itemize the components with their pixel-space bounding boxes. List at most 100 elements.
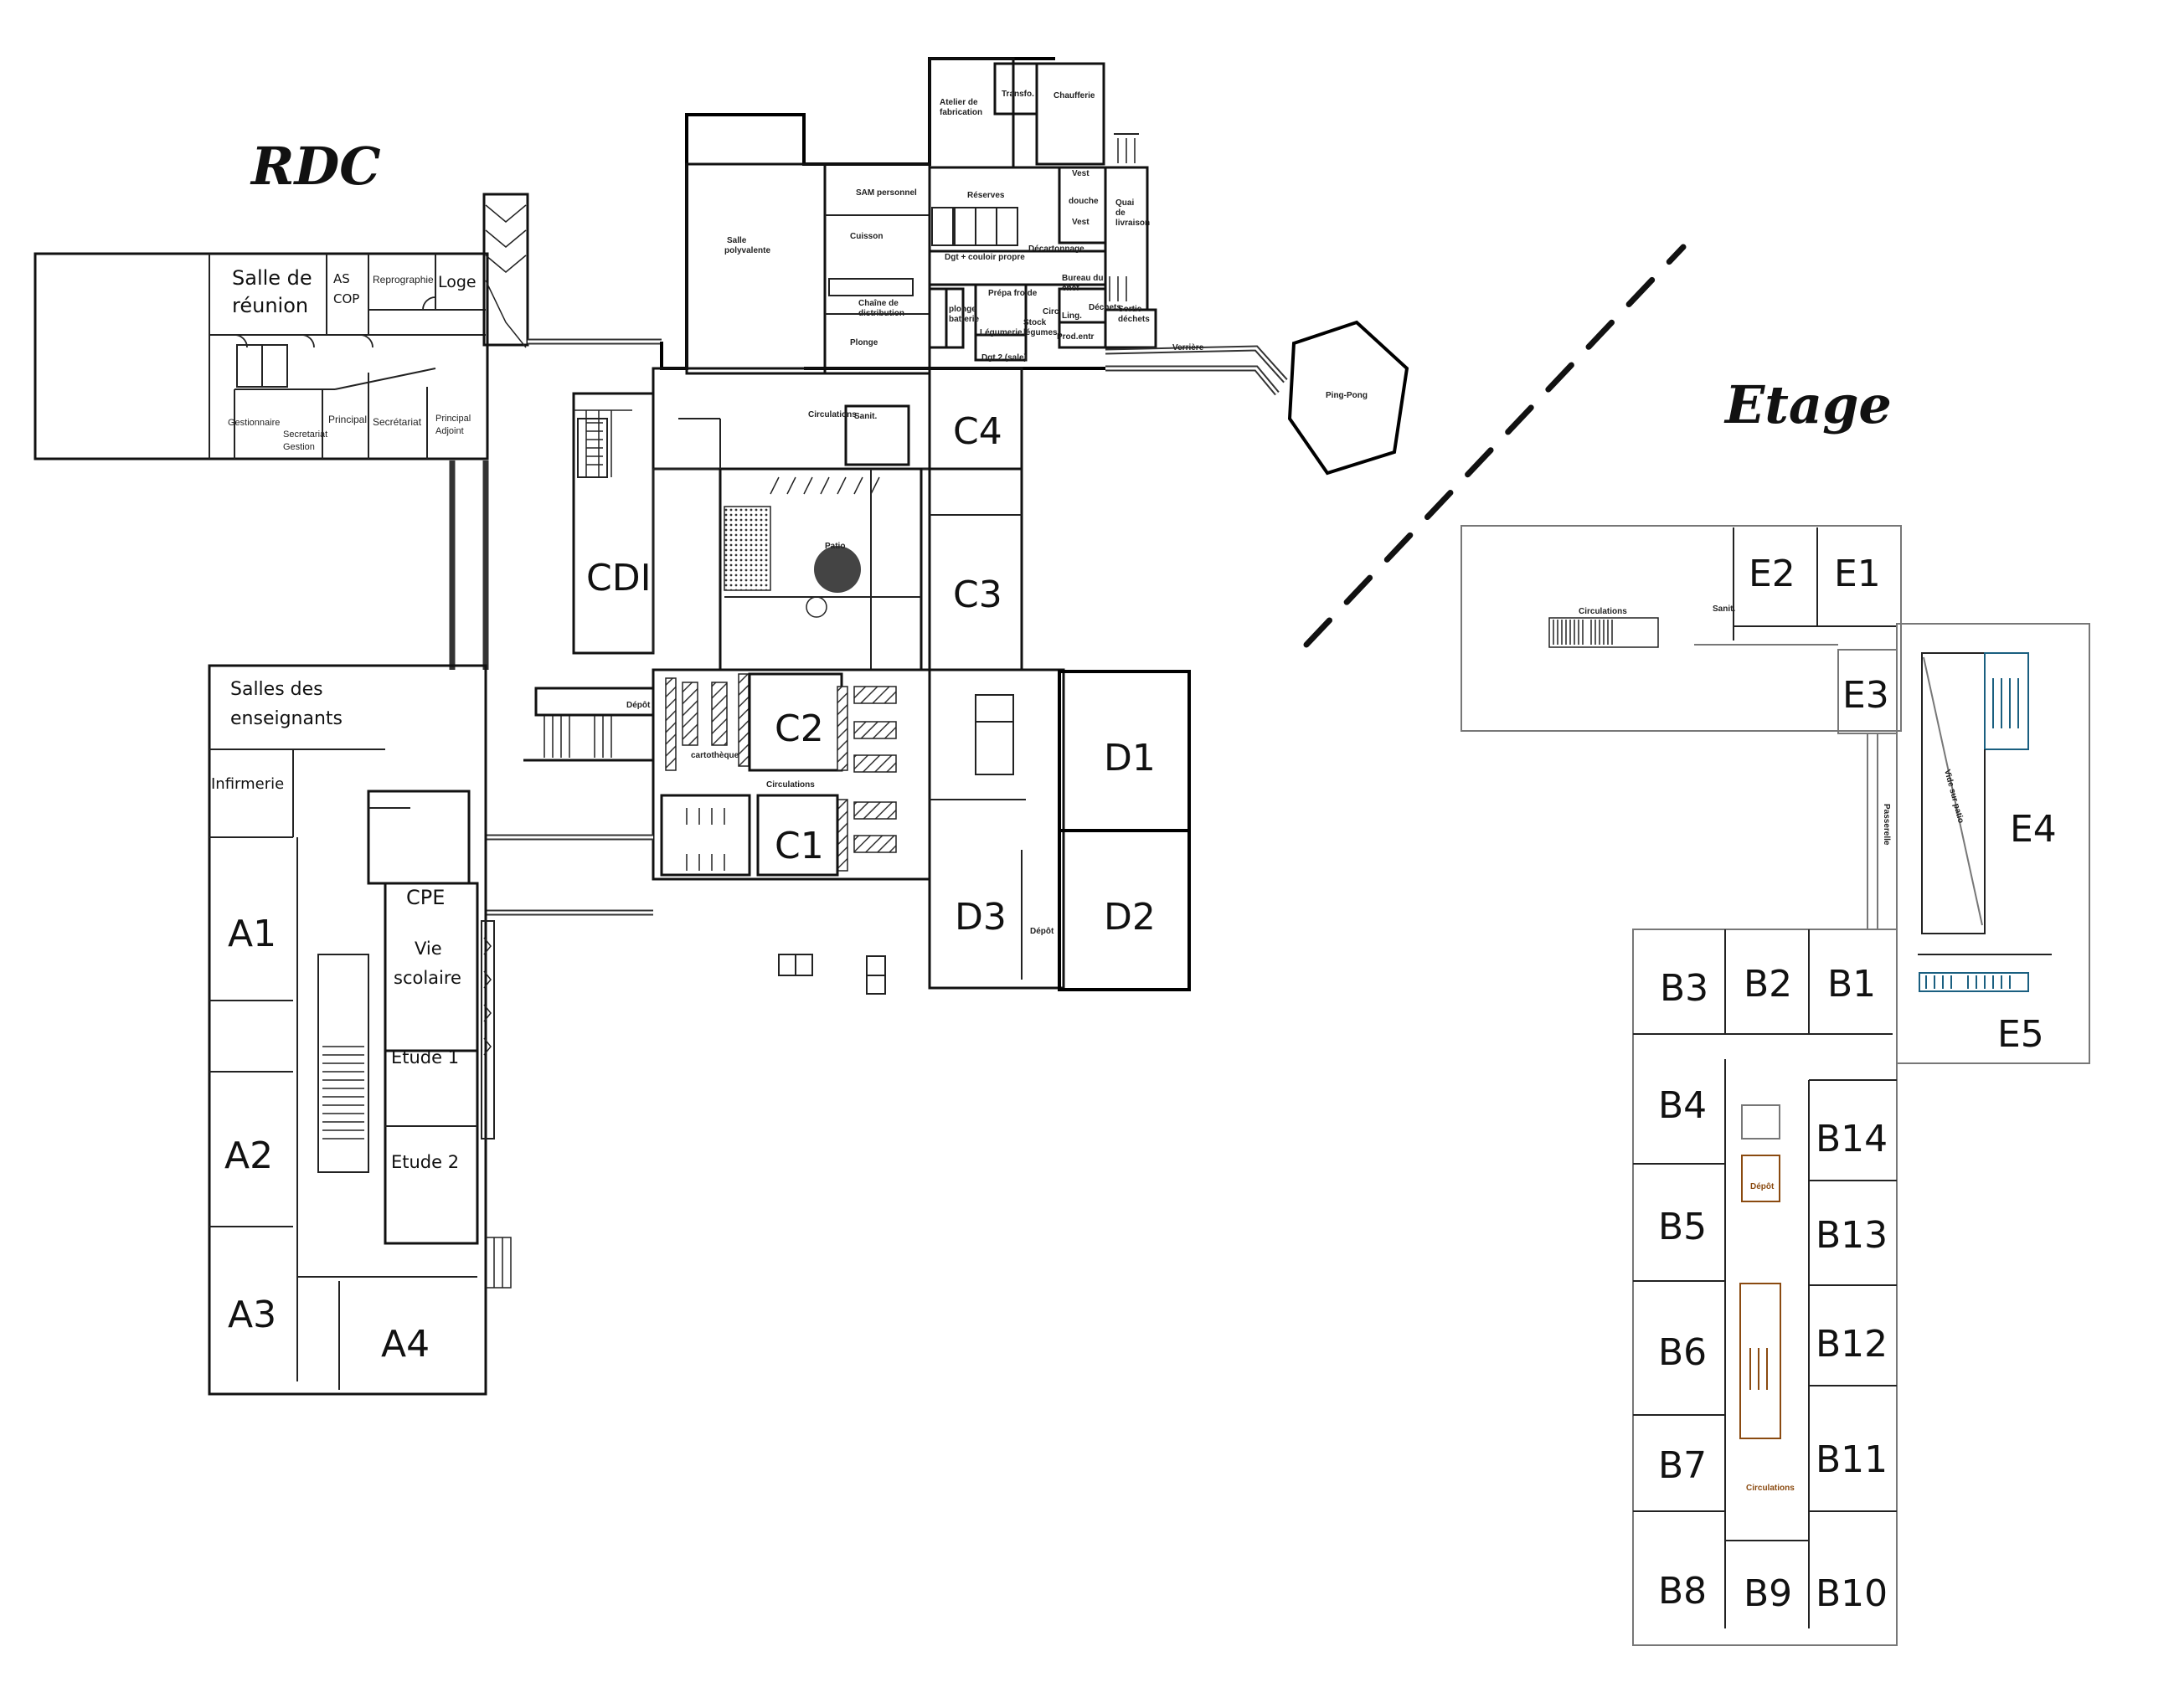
room-douche: douche — [1069, 197, 1099, 206]
room-e5: E5 — [1997, 1013, 2044, 1056]
kitchen-block — [660, 57, 1157, 375]
verriere-corridor — [1105, 320, 1409, 476]
room-e1: E1 — [1834, 553, 1881, 595]
room-b1: B1 — [1827, 963, 1876, 1006]
room-as-cop-l1: AS — [333, 271, 350, 286]
room-verriere: Verrière — [1172, 343, 1204, 352]
room-atelier-fabrication-l2: fabrication — [940, 108, 982, 117]
room-sam-personnel: SAM personnel — [856, 188, 917, 198]
room-c3: C3 — [953, 574, 1002, 616]
room-prepa-froide: Prépa froide — [988, 289, 1038, 298]
room-dgt2: Dgt 2 (sale) — [981, 353, 1027, 363]
patio-tree-icon — [814, 546, 861, 593]
room-bureau-chef-l1: Bureau du — [1062, 274, 1103, 283]
ping-pong-room — [1287, 320, 1409, 476]
room-salle-polyvalente-l2: polyvalente — [724, 246, 770, 255]
label-depot-upper: Dépôt — [1750, 1182, 1775, 1191]
room-b14: B14 — [1816, 1118, 1888, 1160]
label-circulations-b: Circulations — [1746, 1484, 1795, 1493]
label-patio: Patio — [825, 542, 845, 551]
room-b13: B13 — [1816, 1214, 1888, 1257]
room-e4: E4 — [2010, 808, 2057, 851]
room-atelier-fabrication-l1: Atelier de — [940, 98, 978, 107]
room-secretariat-gestion-l1: Secretariat — [283, 430, 327, 440]
room-b5: B5 — [1658, 1206, 1707, 1248]
room-chaine-distribution-l1: Chaîne de — [858, 299, 899, 308]
room-b7: B7 — [1658, 1444, 1707, 1487]
room-reprographie: Reprographie — [373, 274, 434, 286]
label-circulations-c: Circulations — [766, 780, 815, 790]
room-gestionnaire: Gestionnaire — [228, 418, 280, 428]
room-b8: B8 — [1658, 1570, 1707, 1613]
room-b11: B11 — [1816, 1438, 1888, 1481]
room-c1: C1 — [775, 825, 824, 867]
room-cuisson: Cuisson — [850, 232, 883, 241]
floor-separator — [1303, 244, 1687, 648]
c-wing — [486, 367, 1023, 916]
room-b2: B2 — [1744, 963, 1792, 1006]
room-vie-scolaire-l1: Vie — [415, 939, 442, 959]
room-etude-2: Etude 2 — [391, 1152, 459, 1172]
room-decartonnage: Décartonnage — [1028, 244, 1084, 254]
room-legumerie: Légumerie — [980, 328, 1023, 337]
room-transfo: Transfo. — [1002, 90, 1034, 99]
room-bureau-chef-l2: chef — [1062, 284, 1079, 293]
a-wing — [208, 664, 512, 1396]
room-reserves: Réserves — [967, 191, 1005, 200]
room-loge: Loge — [438, 273, 477, 291]
room-as-cop-l2: COP — [333, 291, 359, 306]
room-sortie-dechets-l1: Sortie — [1118, 305, 1142, 314]
label-cartotheque: cartothèque — [691, 751, 739, 760]
label-sanit-upper: Sanit. — [1713, 604, 1735, 614]
room-d2: D2 — [1104, 896, 1156, 939]
room-a1: A1 — [228, 913, 276, 955]
room-principal: Principal — [328, 414, 367, 425]
entrance-ramp — [482, 193, 662, 348]
room-salles-enseignants-l1: Salles des — [230, 679, 323, 700]
room-vie-scolaire-l2: scolaire — [394, 968, 461, 988]
room-vest-h: Vest — [1072, 169, 1090, 178]
room-c4: C4 — [953, 410, 1002, 453]
upper-floor-title: Etage — [1723, 374, 1892, 435]
room-b4: B4 — [1658, 1084, 1707, 1127]
room-sortie-dechets-l2: déchets — [1118, 315, 1150, 324]
label-vide-sur-patio: Vide sur patio — [1942, 769, 1965, 825]
room-stock-legumes-l1: Stock — [1023, 318, 1047, 327]
label-sanit: Sanit. — [854, 412, 877, 421]
room-a3: A3 — [228, 1294, 276, 1336]
label-circulations: Circulations — [808, 410, 857, 419]
room-etude-1: Etude 1 — [391, 1047, 459, 1068]
room-b12: B12 — [1816, 1323, 1888, 1366]
room-d3: D3 — [955, 896, 1007, 939]
room-b10: B10 — [1816, 1572, 1888, 1615]
room-secretariat: Secrétariat — [373, 416, 422, 428]
room-e2: E2 — [1749, 553, 1795, 595]
room-quai-livraison-l1: Quai — [1115, 198, 1134, 208]
room-b9: B9 — [1744, 1572, 1792, 1615]
room-salle-polyvalente-l1: Salle — [727, 236, 747, 245]
room-vest-f: Vest — [1072, 218, 1090, 227]
room-plonge-batterie-l1: plonge — [949, 305, 976, 314]
admin-wing — [33, 252, 489, 460]
room-principal-adjoint-l1: Principal — [435, 414, 471, 424]
room-circ: Circ — [1043, 307, 1059, 316]
room-b3: B3 — [1660, 967, 1708, 1010]
d-wing — [778, 668, 1191, 995]
room-principal-adjoint-l2: Adjoint — [435, 426, 464, 436]
label-passerelle: Passerelle — [1882, 804, 1891, 846]
room-salle-reunion-l1: Salle de — [232, 266, 312, 290]
room-d1: D1 — [1104, 737, 1156, 779]
room-dgt-couloir: Dgt + couloir propre — [945, 253, 1025, 262]
ground-floor-title: RDC — [250, 136, 381, 197]
room-plonge: Plonge — [850, 338, 878, 347]
room-ping-pong: Ping-Pong — [1326, 391, 1368, 400]
room-c2: C2 — [775, 707, 824, 750]
room-chaufferie: Chaufferie — [1054, 91, 1095, 100]
room-chaine-distribution-l2: distribution — [858, 309, 904, 318]
room-prod-entr: Prod.entr — [1057, 332, 1095, 342]
room-e3: E3 — [1842, 674, 1889, 717]
room-quai-livraison-l2: de — [1115, 208, 1126, 218]
room-secretariat-gestion-l2: Gestion — [283, 442, 315, 452]
room-cdi: CDI — [586, 557, 652, 599]
room-plonge-batterie-l2: batterie — [949, 315, 980, 324]
